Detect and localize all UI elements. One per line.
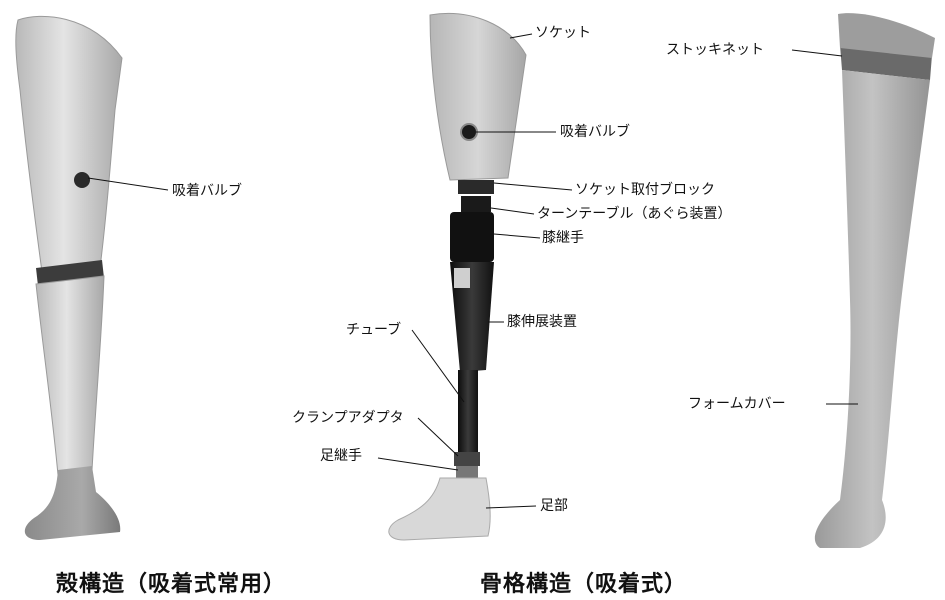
leader-socket <box>509 33 533 39</box>
label-mid-suction-valve: 吸着バルブ <box>560 124 630 140</box>
label-socket-mount-block: ソケット取付ブロック <box>575 182 715 198</box>
shell-thigh <box>15 15 123 273</box>
label-foot: 足部 <box>540 498 568 514</box>
label-ankle-joint: 足継手 <box>320 448 362 464</box>
skeletal-prosthesis <box>377 12 573 541</box>
label-tube: チューブ <box>346 322 402 338</box>
knee-joint-part <box>450 212 494 262</box>
knee-extension-label-patch <box>454 268 470 288</box>
socket-shape <box>429 12 527 181</box>
label-turntable: ターンテーブル（あぐら装置） <box>537 206 732 222</box>
label-knee-joint: 膝継手 <box>542 230 584 246</box>
clamp-adapter-part <box>454 452 480 466</box>
foot-part <box>388 477 491 541</box>
ankle-joint-part <box>456 466 478 478</box>
shell-prosthesis <box>15 15 169 540</box>
knee-extension-body <box>450 262 494 372</box>
caption-skeletal-structure: 骨格構造（吸着式） <box>480 572 688 597</box>
socket-valve <box>460 123 478 141</box>
tube-part <box>458 370 478 452</box>
label-stockinet: ストッキネット <box>666 42 764 58</box>
leader-foot <box>485 505 537 509</box>
foam-body <box>814 70 930 548</box>
foam-cover-prosthesis <box>791 13 935 548</box>
shell-shin <box>35 275 105 476</box>
leader-turntable <box>490 207 535 215</box>
leader-left-valve <box>87 177 169 191</box>
label-knee-extension: 膝伸展装置 <box>507 314 577 330</box>
socket-mount-block <box>458 180 494 194</box>
leader-mount-block <box>493 182 573 191</box>
label-left-suction-valve: 吸着バルブ <box>172 183 242 199</box>
turntable-part <box>461 196 491 212</box>
leader-knee-joint <box>493 233 541 239</box>
leader-ankle <box>377 457 459 471</box>
caption-shell-structure: 殻構造（吸着式常用） <box>56 572 287 597</box>
foam-top <box>838 13 935 58</box>
shell-foot <box>24 466 121 540</box>
label-clamp-adapter: クランプアダプタ <box>292 410 404 426</box>
label-socket: ソケット <box>535 25 591 41</box>
leader-tube <box>411 329 465 403</box>
leader-stockinet <box>791 49 843 57</box>
label-foam-cover: フォームカバー <box>688 396 786 412</box>
shell-valve-dot <box>74 172 90 188</box>
leader-clamp <box>417 417 459 457</box>
